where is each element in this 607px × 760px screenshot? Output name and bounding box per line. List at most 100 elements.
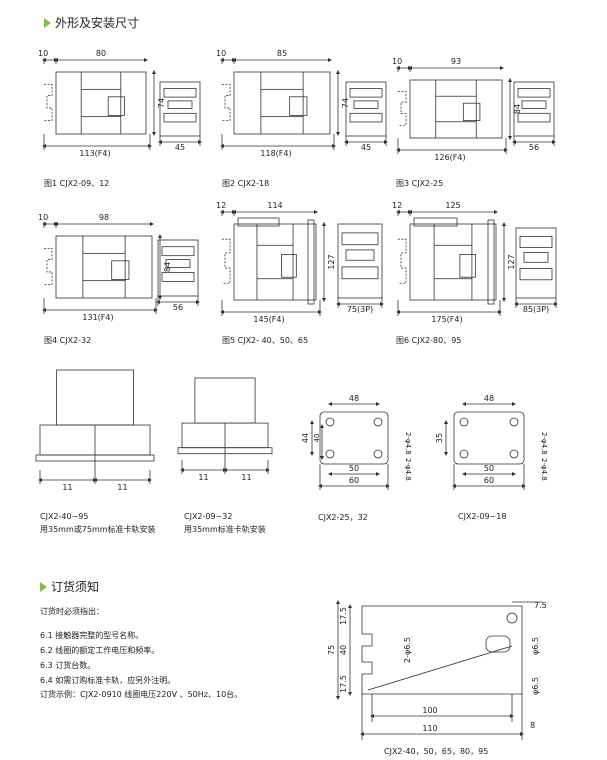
dimension-label: 60 [484, 476, 494, 485]
order-item-2: 6.2 线圈的额定工作电压和频率。 [40, 646, 160, 655]
dimension-label: 56 [529, 143, 539, 152]
figure-caption-6: 图6 CJX2-80、95 [396, 336, 462, 345]
dimension-label: 2-φ4.8 [540, 432, 548, 455]
dimension-label: 74 [157, 98, 166, 108]
figure-caption-1: 图1 CJX2-09、12 [44, 179, 110, 188]
dimension-label: 131(F4) [82, 313, 113, 322]
rail-caption-2a: CJX2-09~32 [184, 512, 233, 521]
dimension-label: 7.5 [534, 601, 547, 610]
dimension-label: 45 [361, 143, 371, 152]
dimension-label: 2-φ6.5 [403, 637, 412, 663]
contactor-window [107, 96, 125, 116]
terminal-outline [398, 238, 407, 284]
drawing-line [367, 645, 513, 691]
dimension-label: 84 [513, 104, 522, 114]
order-example: 订货示例：CJX2-0910 线圈电压220V 、50Hz、10台。 [40, 690, 243, 699]
mount-hole [325, 449, 335, 459]
contactor-window [459, 253, 476, 278]
terminal-outline [44, 84, 53, 121]
contactor-body [55, 235, 153, 299]
side-view-slot [523, 252, 549, 263]
side-view-slot [517, 112, 551, 123]
dimension-label: 127 [507, 254, 516, 269]
dimension-label: 17.5 [339, 675, 348, 693]
dimension-label: 93 [451, 57, 461, 66]
contactor-body [233, 223, 317, 301]
side-view-slot [349, 88, 383, 98]
contactor-body [55, 71, 147, 135]
side-rail [307, 219, 315, 305]
mount-plate [319, 411, 389, 465]
mount-hole [459, 449, 469, 459]
side-view-slot [165, 259, 191, 268]
dimension-label: 113(F4) [79, 149, 110, 158]
contactor-core [82, 252, 126, 282]
side-view-body [345, 81, 387, 137]
side-rail [487, 219, 495, 305]
contactor-core [433, 244, 473, 280]
dimension-label: 114 [267, 201, 282, 210]
dimension-label: 50 [484, 464, 494, 473]
section-title-text: 外形及安装尺寸 [55, 16, 140, 30]
dimension-label: 40 [339, 645, 348, 655]
contactor-core [256, 244, 294, 280]
dimension-label: 60 [349, 476, 359, 485]
side-view-slot [345, 249, 375, 261]
dimension-label: 12 [216, 201, 226, 210]
figure-caption-5: 图5 CJX2- 40、50、65 [222, 336, 309, 345]
dimension-label: 75(3P) [347, 305, 373, 314]
dimension-label: 11 [241, 473, 251, 482]
dimension-label: 35 [435, 433, 444, 443]
side-view-body [157, 239, 199, 297]
dimension-label: 2-φ4.8 [404, 458, 412, 481]
figure-caption-3: 图3 CJX2-25 [396, 179, 444, 188]
mount-hole [509, 417, 519, 427]
dimension-label: φ6.5 [531, 677, 540, 695]
side-view-slot [161, 246, 195, 257]
dimension-label: 11 [198, 473, 208, 482]
dimension-label: 48 [484, 394, 494, 403]
side-view-body [513, 81, 555, 137]
contactor-window [462, 102, 481, 121]
section-title-dimensions: 外形及安装尺寸 [44, 14, 139, 31]
mount-plate [453, 411, 525, 465]
rail-contactor-top [56, 369, 134, 426]
mount-hole [459, 417, 469, 427]
dimension-label: 118(F4) [260, 149, 291, 158]
contactor-core [80, 88, 122, 118]
side-view-body [515, 227, 557, 299]
dimension-label: 44 [301, 433, 310, 443]
dimension-label: 84 [163, 262, 172, 272]
top-terminal [237, 217, 280, 227]
big-mount-slot [485, 635, 511, 653]
dimension-label: 85 [277, 49, 287, 58]
section-title-order: 订货须知 [40, 578, 99, 595]
big-mount-caption: CJX2-40，50，65，80，95 [384, 747, 489, 756]
terminal-outline [44, 248, 53, 285]
contactor-core [435, 95, 477, 123]
order-item-4: 6.4 如需订购标准卡轨，应另外注明。 [40, 676, 176, 685]
side-view-slot [521, 100, 547, 109]
dimension-label: 110 [422, 724, 437, 733]
contactor-core [260, 88, 304, 118]
mount-hole [509, 449, 519, 459]
contactor-body [409, 223, 497, 301]
side-view-slot [163, 112, 197, 123]
rail-contactor-top [194, 377, 256, 424]
dimension-label: 40 [313, 434, 321, 443]
big-mount-hole [506, 612, 518, 624]
dimension-label: 10 [216, 49, 226, 58]
dimension-label: 125 [445, 201, 460, 210]
dimension-label: 74 [341, 98, 350, 108]
side-view-slot [519, 235, 553, 248]
rail-caption-1b: 用35mm或75mm标准卡轨安装 [40, 525, 156, 534]
rail-caption-2b: 用35mm标准卡轨安装 [184, 525, 266, 534]
dimension-label: 11 [117, 483, 127, 492]
terminal-outline [222, 238, 231, 284]
rail-caption-1a: CJX2-40~95 [40, 512, 89, 521]
contactor-window [289, 96, 308, 116]
dimension-label: 10 [38, 213, 48, 222]
dimension-label: 8 [530, 721, 535, 730]
dimension-label: 100 [422, 706, 437, 715]
terminal-outline [398, 91, 407, 126]
